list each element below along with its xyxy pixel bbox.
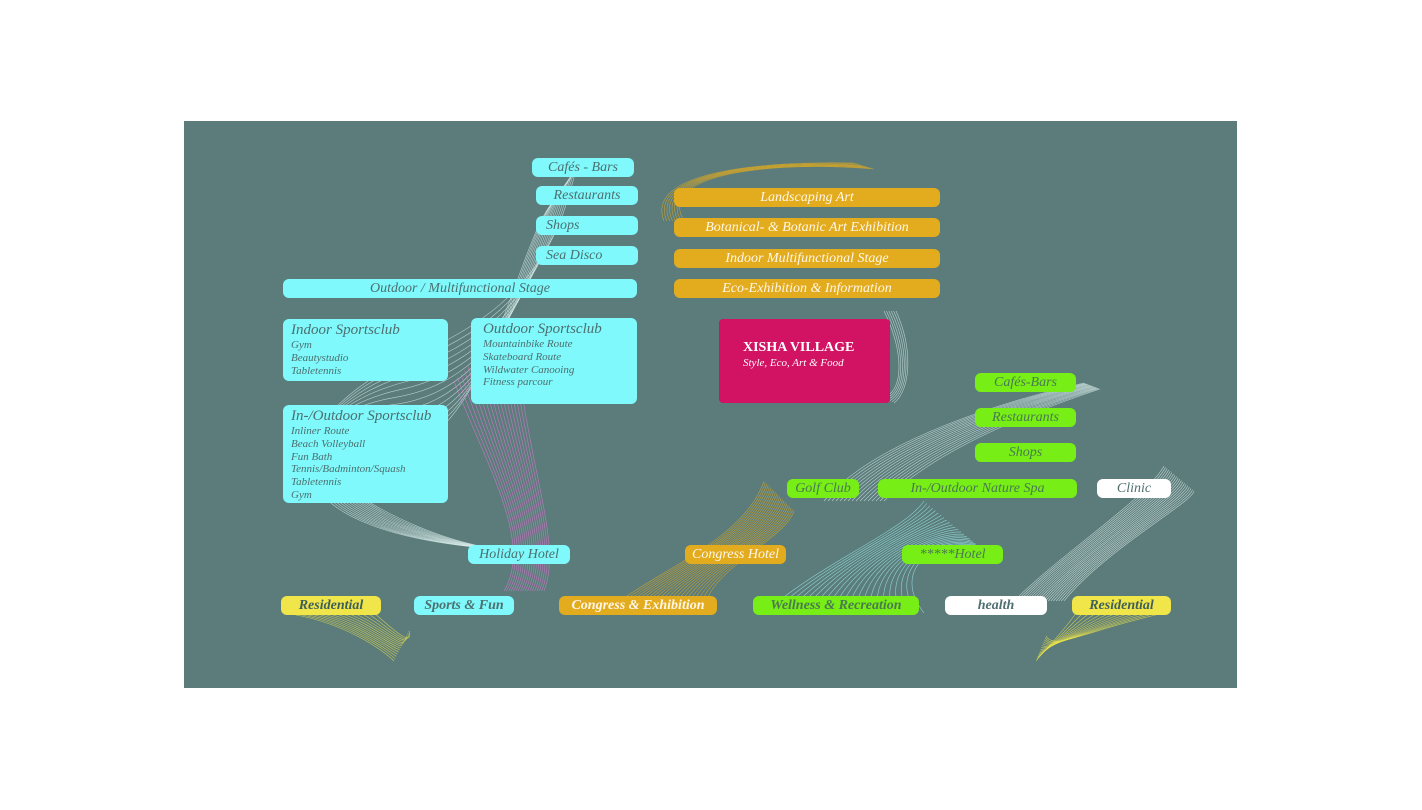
botanical-exhibition-tag: Botanical- & Botanic Art Exhibition: [674, 218, 940, 237]
residential-right-strands: [1035, 612, 1165, 662]
inout-sportsclub-item: Beach Volleyball: [291, 437, 366, 450]
xisha-village-title: XISHA VILLAGE: [743, 340, 855, 355]
sea-disco-tag: Sea Disco: [536, 246, 638, 265]
inout-sportsclub-item: Fun Bath: [291, 450, 333, 463]
outdoor-sportsclub-item: Wildwater Canooing: [483, 363, 575, 376]
sports-fun-tag: Sports & Fun: [414, 596, 514, 615]
indoor-sportsclub-item: Beautystudio: [291, 351, 349, 364]
inout-sportsclub-item: Tabletennis: [291, 476, 342, 489]
congress-exhibition-tag: Congress & Exhibition: [559, 596, 717, 615]
five-star-hotel-tag: *****Hotel: [902, 545, 1003, 564]
outdoor-sportsclub-item: Skateboard Route: [483, 350, 562, 363]
residential-left-strands: [283, 612, 410, 662]
wellness-recreation-tag: Wellness & Recreation: [753, 596, 919, 615]
inout-sportsclub-box: In-/Outdoor Sportsclub Inliner Route Bea…: [283, 405, 448, 503]
indoor-sportsclub-item: Tabletennis: [291, 364, 342, 377]
outdoor-stage-tag: Outdoor / Multifunctional Stage: [283, 279, 637, 298]
inout-sportsclub-title: In-/Outdoor Sportsclub: [291, 408, 432, 424]
congress-hotel-tag: Congress Hotel: [685, 545, 786, 564]
indoor-sportsclub-title: Indoor Sportsclub: [291, 322, 400, 338]
nature-spa-tag: In-/Outdoor Nature Spa: [878, 479, 1077, 498]
indoor-stage-tag: Indoor Multifunctional Stage: [674, 249, 940, 268]
xisha-village-subtitle: Style, Eco, Art & Food: [743, 357, 844, 369]
xisha-village-box: XISHA VILLAGE Style, Eco, Art & Food: [719, 319, 890, 403]
eco-exhibition-tag: Eco-Exhibition & Information: [674, 279, 940, 298]
outdoor-sportsclub-item: Mountainbike Route: [483, 338, 573, 350]
indoor-sportsclub-box: Indoor Sportsclub Gym Beautystudio Table…: [283, 319, 448, 381]
inout-sportsclub-item: Inliner Route: [291, 425, 350, 437]
residential-left-tag: Residential: [281, 596, 381, 615]
right-shops-tag: Shops: [975, 443, 1076, 462]
left-cafes-bars-tag: Cafés - Bars: [532, 158, 634, 177]
golf-club-tag: Golf Club: [787, 479, 859, 498]
landscaping-art-tag: Landscaping Art: [674, 188, 940, 207]
outdoor-sportsclub-item: Fitness parcour: [483, 376, 553, 389]
left-shops-tag: Shops: [536, 216, 638, 235]
holiday-hotel-tag: Holiday Hotel: [468, 545, 570, 564]
residential-right-tag: Residential: [1072, 596, 1171, 615]
indoor-sportsclub-item: Gym: [291, 339, 312, 351]
right-cafes-bars-tag: Cafés-Bars: [975, 373, 1076, 392]
inout-sportsclub-item: Tennis/Badminton/Squash: [291, 463, 406, 476]
health-tag: health: [945, 596, 1047, 615]
right-restaurants-tag: Restaurants: [975, 408, 1076, 427]
left-restaurants-tag: Restaurants: [536, 186, 638, 205]
outdoor-sportsclub-title: Outdoor Sportsclub: [483, 321, 602, 337]
diagram-panel: Cafés - Bars Restaurants Shops Sea Disco…: [184, 121, 1237, 688]
inout-sportsclub-item: Gym: [291, 488, 312, 501]
clinic-tag: Clinic: [1097, 479, 1171, 498]
outdoor-sportsclub-box: Outdoor Sportsclub Mountainbike Route Sk…: [471, 318, 637, 404]
